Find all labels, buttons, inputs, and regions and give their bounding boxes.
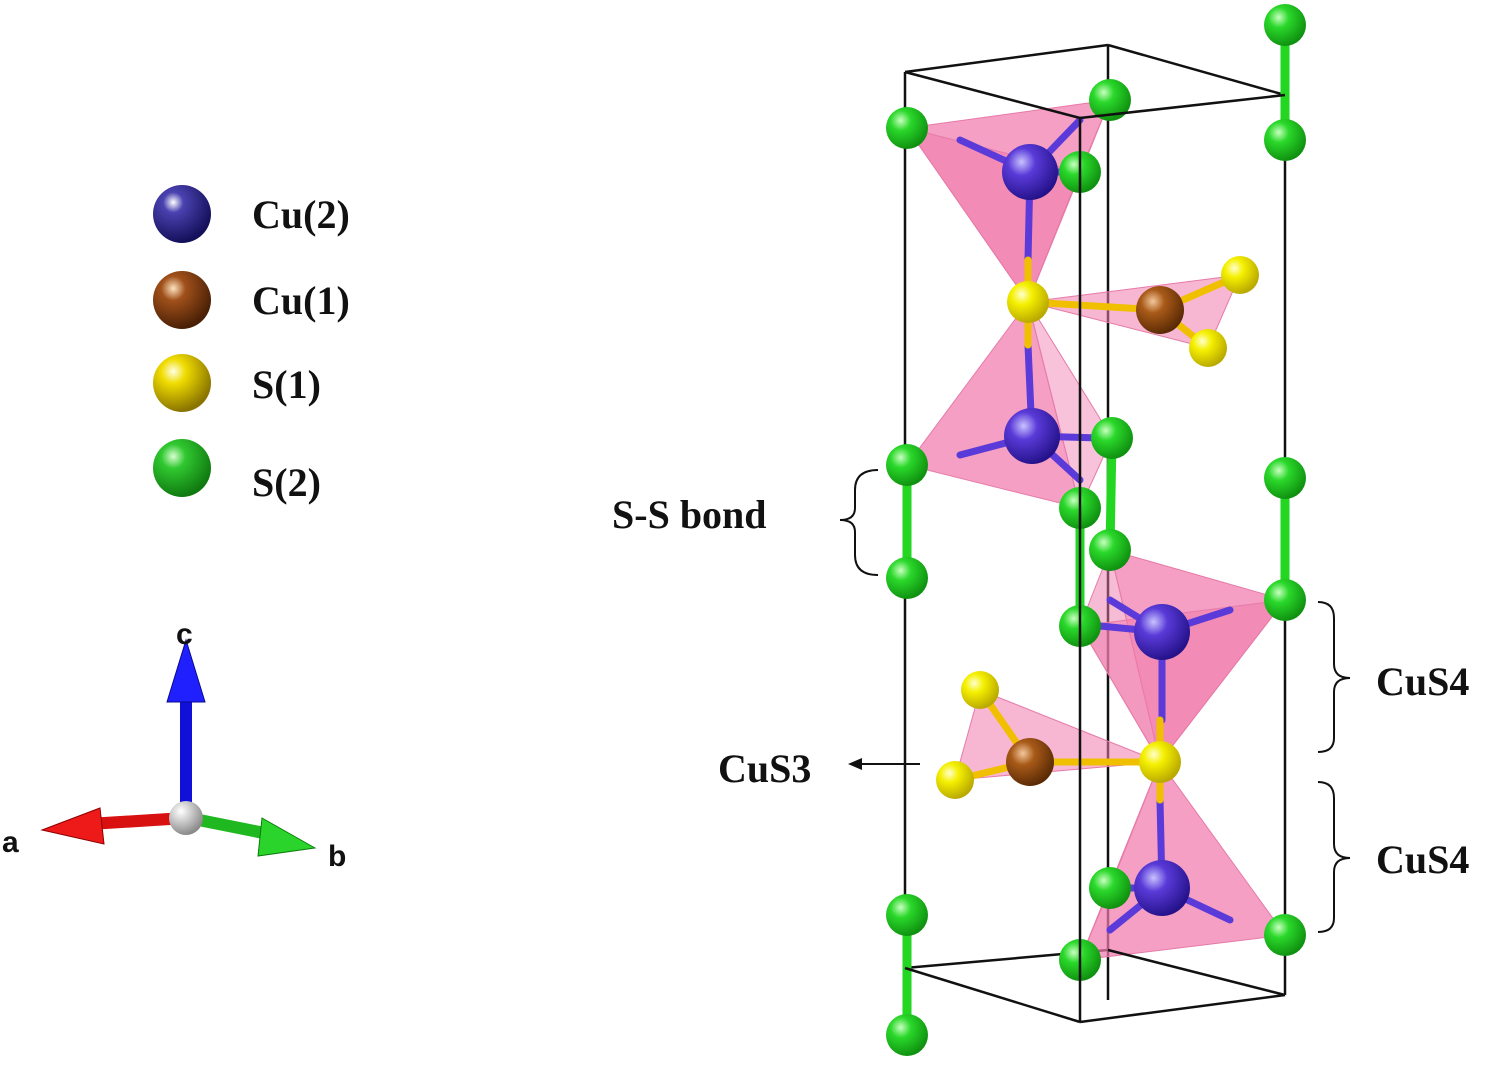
cu2-atom <box>1134 860 1190 916</box>
s1-atom <box>936 761 974 799</box>
legend-item-s2: S(2) <box>153 439 321 505</box>
s1-atom <box>1007 281 1049 323</box>
cus4-top-bracket <box>1317 601 1351 753</box>
axis-label-b: b <box>328 840 346 873</box>
cu2-atom <box>1002 144 1058 200</box>
legend-item-cu2: Cu(2) <box>153 185 350 243</box>
cus4-top-label: CuS4 <box>1376 659 1469 704</box>
unit-cell-front <box>904 70 1286 1024</box>
axis-label-c: c <box>176 618 193 651</box>
polyhedra <box>905 99 1287 961</box>
b-axis-arrow-icon <box>188 812 317 857</box>
s2-atom <box>886 557 928 599</box>
legend-label-s2: S(2) <box>252 460 321 505</box>
cus3-triangle-2 <box>954 689 1161 781</box>
s1-atom <box>1139 741 1181 783</box>
s2-atom <box>886 444 928 486</box>
s2-sphere-icon <box>153 439 211 497</box>
cus3-arrow-icon <box>848 758 920 770</box>
s1-sphere-icon <box>153 354 211 412</box>
cu2-atoms <box>1002 144 1190 916</box>
s2-atom <box>1089 79 1131 121</box>
ss-bond-label: S-S bond <box>612 492 767 537</box>
c-axis-arrow-icon <box>166 638 206 815</box>
s2-atom <box>886 1014 928 1056</box>
cus3-label: CuS3 <box>718 746 811 791</box>
legend-label-cu2: Cu(2) <box>252 192 350 237</box>
s1-atom <box>961 671 999 709</box>
s2-atoms <box>886 4 1306 1056</box>
a-axis-arrow-icon <box>40 807 186 845</box>
cu1-atom <box>1006 738 1054 786</box>
s1-atom <box>1189 329 1227 367</box>
s2-atom <box>1091 417 1133 459</box>
ss-bond-bracket <box>839 469 879 576</box>
legend-item-cu1: Cu(1) <box>153 271 350 329</box>
legend-label-s1: S(1) <box>252 362 321 407</box>
atoms <box>886 4 1306 1056</box>
s2-atom <box>886 894 928 936</box>
s2-atom <box>1264 119 1306 161</box>
legend-label-cu1: Cu(1) <box>252 278 350 323</box>
s1-atoms <box>936 256 1259 799</box>
s2-atom <box>886 107 928 149</box>
s2-atom <box>1264 579 1306 621</box>
cus4-bottom-label: CuS4 <box>1376 837 1469 882</box>
cu2-atom <box>1004 408 1060 464</box>
axis-triad: c a b <box>2 618 346 873</box>
cu1-atom <box>1136 286 1184 334</box>
s2-atom <box>1264 4 1306 46</box>
cu2-sphere-icon <box>153 185 211 243</box>
s2-atom <box>1264 457 1306 499</box>
cu2-atom <box>1134 604 1190 660</box>
legend: Cu(2) Cu(1) S(1) S(2) <box>153 185 350 505</box>
annotations: S-S bond CuS3 CuS4 CuS4 <box>612 469 1469 933</box>
s1-atom <box>1221 256 1259 294</box>
origin-sphere-icon <box>169 801 203 835</box>
axis-label-a: a <box>2 826 19 859</box>
cus4-bottom-bracket <box>1317 781 1351 933</box>
cu1-sphere-icon <box>153 271 211 329</box>
s2-atom <box>1089 867 1131 909</box>
s2-atom <box>1089 529 1131 571</box>
legend-item-s1: S(1) <box>153 354 321 412</box>
s2-atom <box>1264 914 1306 956</box>
cu1-atoms <box>1006 286 1184 786</box>
